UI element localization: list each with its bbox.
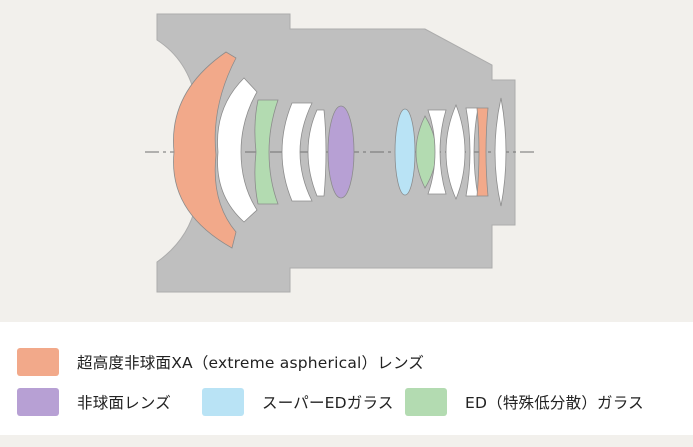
legend-swatch-xa (17, 348, 59, 376)
lens-element-5 (307, 109, 327, 197)
legend: 超高度非球面XA（extreme aspherical）レンズ 非球面レンズ ス… (0, 322, 693, 435)
legend-label-aspherical: 非球面レンズ (77, 394, 171, 412)
footer-band (0, 435, 693, 447)
legend-item-aspherical: 非球面レンズ (17, 388, 171, 416)
lens-construction-diagram (145, 13, 535, 293)
legend-label-xa: 超高度非球面XA（extreme aspherical）レンズ (77, 354, 425, 372)
legend-label-ed: ED（特殊低分散）ガラス (465, 394, 644, 412)
lens-element-xa (173, 51, 237, 249)
lens-element-10 (445, 103, 466, 201)
lens-element-xa-rear (476, 107, 489, 197)
lens-element-meniscus-2 (217, 77, 258, 223)
lens-element-4 (281, 102, 313, 202)
lens-element-super-ed (394, 108, 416, 196)
legend-item-xa: 超高度非球面XA（extreme aspherical）レンズ (17, 348, 424, 376)
legend-item-super-ed: スーパーEDガラス (202, 388, 394, 416)
legend-swatch-aspherical (17, 388, 59, 416)
legend-swatch-ed (405, 388, 447, 416)
lens-element-aspherical (327, 105, 355, 199)
lens-element-9 (427, 109, 447, 195)
legend-item-ed: ED（特殊低分散）ガラス (405, 388, 644, 416)
legend-label-super-ed: スーパーEDガラス (262, 394, 394, 412)
legend-swatch-super-ed (202, 388, 244, 416)
lens-element-13 (494, 97, 507, 207)
lens-element-ed-1 (254, 99, 279, 205)
